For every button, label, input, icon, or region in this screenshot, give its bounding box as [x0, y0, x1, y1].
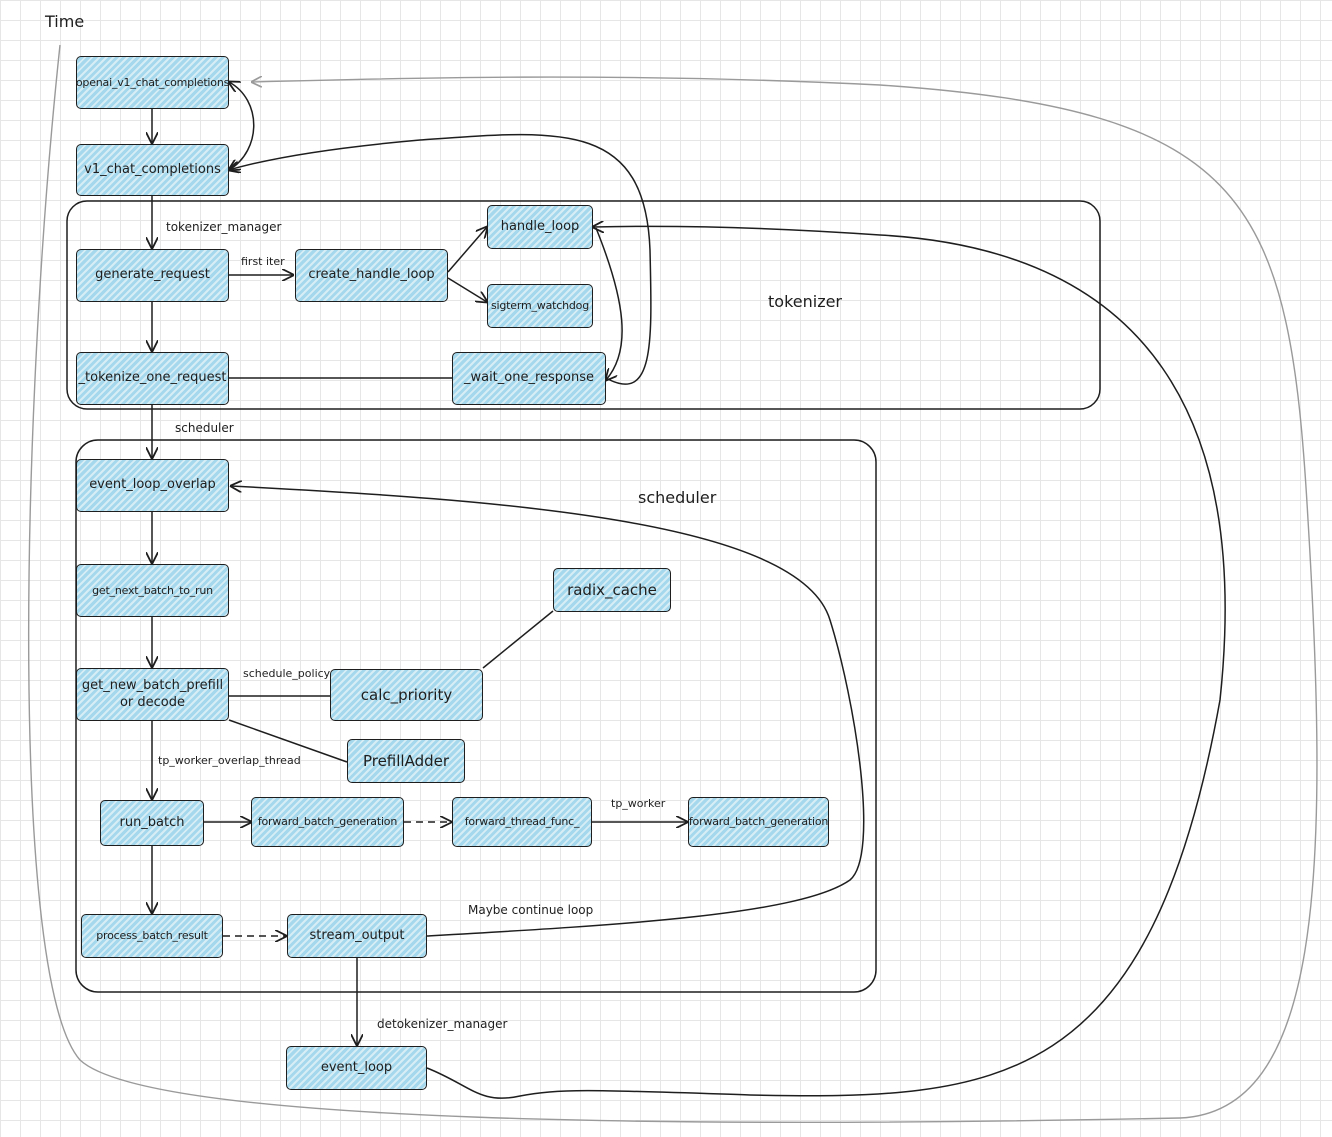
node-forward-batch-generation-1[interactable]: forward_batch_generation — [251, 797, 404, 847]
label-tp-worker-overlap-thread: tp_worker_overlap_thread — [158, 754, 301, 767]
node-stream-output[interactable]: stream_output — [287, 914, 427, 958]
node-create-handle-loop[interactable]: create_handle_loop — [295, 249, 448, 302]
node-event-loop[interactable]: event_loop — [286, 1046, 427, 1090]
node-prefill-adder[interactable]: PrefillAdder — [347, 739, 465, 783]
node-handle-loop[interactable]: handle_loop — [487, 205, 593, 249]
node-tokenize-one-request[interactable]: _tokenize_one_request — [76, 352, 229, 405]
node-event-loop-overlap[interactable]: event_loop_overlap — [76, 459, 229, 512]
time-axis-label: Time — [45, 12, 85, 31]
node-wait-one-response[interactable]: _wait_one_response — [452, 352, 606, 405]
time-arrow-loop — [27, 44, 1318, 1123]
node-forward-batch-generation-2[interactable]: forward_batch_generation — [688, 797, 829, 847]
node-generate-request[interactable]: generate_request — [76, 249, 229, 302]
node-v1-chat-completions[interactable]: v1_chat_completions — [76, 144, 229, 196]
node-forward-thread-func[interactable]: forward_thread_func_ — [452, 797, 592, 847]
node-sigterm-watchdog[interactable]: sigterm_watchdog — [487, 284, 593, 328]
label-tp-worker: tp_worker — [611, 797, 666, 810]
label-schedule-policy: schedule_policy — [243, 667, 331, 680]
node-radix-cache[interactable]: radix_cache — [553, 568, 671, 612]
label-scheduler: scheduler — [175, 421, 234, 435]
label-maybe-continue-loop: Maybe continue loop — [468, 903, 594, 917]
node-get-new-batch-line2: or decode — [119, 694, 186, 710]
node-get-next-batch-to-run[interactable]: get_next_batch_to_run — [76, 564, 229, 617]
node-run-batch[interactable]: run_batch — [100, 800, 204, 846]
node-process-batch-result[interactable]: process_batch_result — [81, 914, 223, 958]
node-calc-priority[interactable]: calc_priority — [330, 669, 483, 721]
node-get-new-batch-prefill-or-decode[interactable]: get_new_batch_prefill or decode — [76, 668, 229, 721]
label-first-iter: first iter — [241, 255, 285, 268]
tokenizer-group-frame — [66, 200, 1101, 410]
label-tokenizer-manager: tokenizer_manager — [166, 220, 282, 234]
tokenizer-group-title: tokenizer — [768, 292, 843, 311]
scheduler-group-title: scheduler — [638, 488, 717, 507]
node-get-new-batch-line1: get_new_batch_prefill — [81, 678, 224, 694]
node-openai-v1-chat-completions[interactable]: openai_v1_chat_completions — [76, 56, 229, 109]
label-detokenizer-manager: detokenizer_manager — [377, 1017, 508, 1031]
